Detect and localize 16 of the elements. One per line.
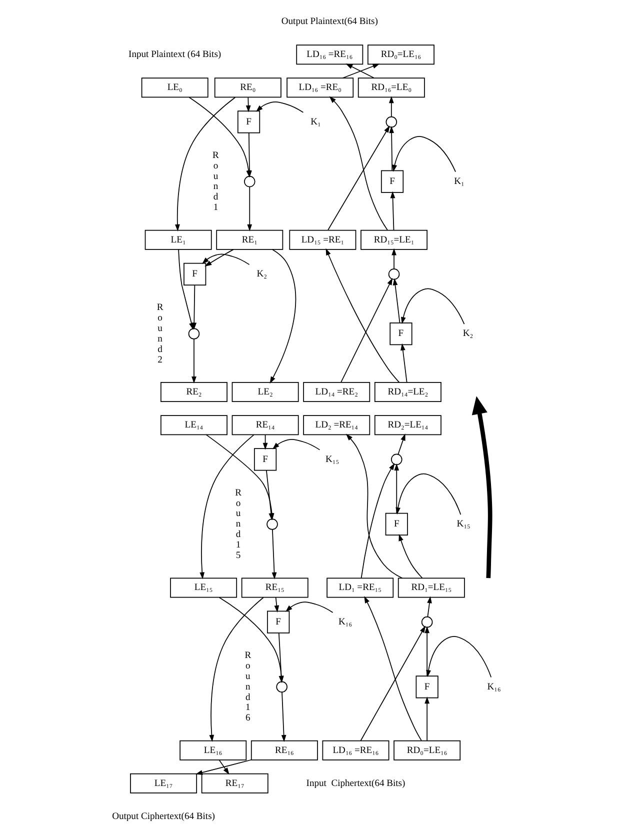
label: R o u n d 1 6 <box>244 650 251 724</box>
label: R o u n d 1 <box>212 150 218 214</box>
label: Input Plaintext (64 Bits) <box>128 49 221 60</box>
node-text: K₁₆ <box>486 681 500 692</box>
node-text: K₁₅ <box>456 518 470 530</box>
node-text: K₁ <box>310 116 320 128</box>
node-text: K₁₅ <box>324 454 339 465</box>
label: Input Ciphertext(64 Bits) <box>306 778 405 789</box>
node-text: K₁₆ <box>338 616 352 628</box>
node-text: K₁ <box>454 176 464 187</box>
label: R o u n d 2 <box>156 302 163 366</box>
label: Output Plaintext(64 Bits) <box>280 16 378 27</box>
label: R o u n d 1 5 <box>234 487 242 561</box>
label: Output Ciphertext(64 Bits) <box>112 810 214 822</box>
node-text: K₂ <box>256 268 266 280</box>
node-text: K₂ <box>462 328 473 340</box>
